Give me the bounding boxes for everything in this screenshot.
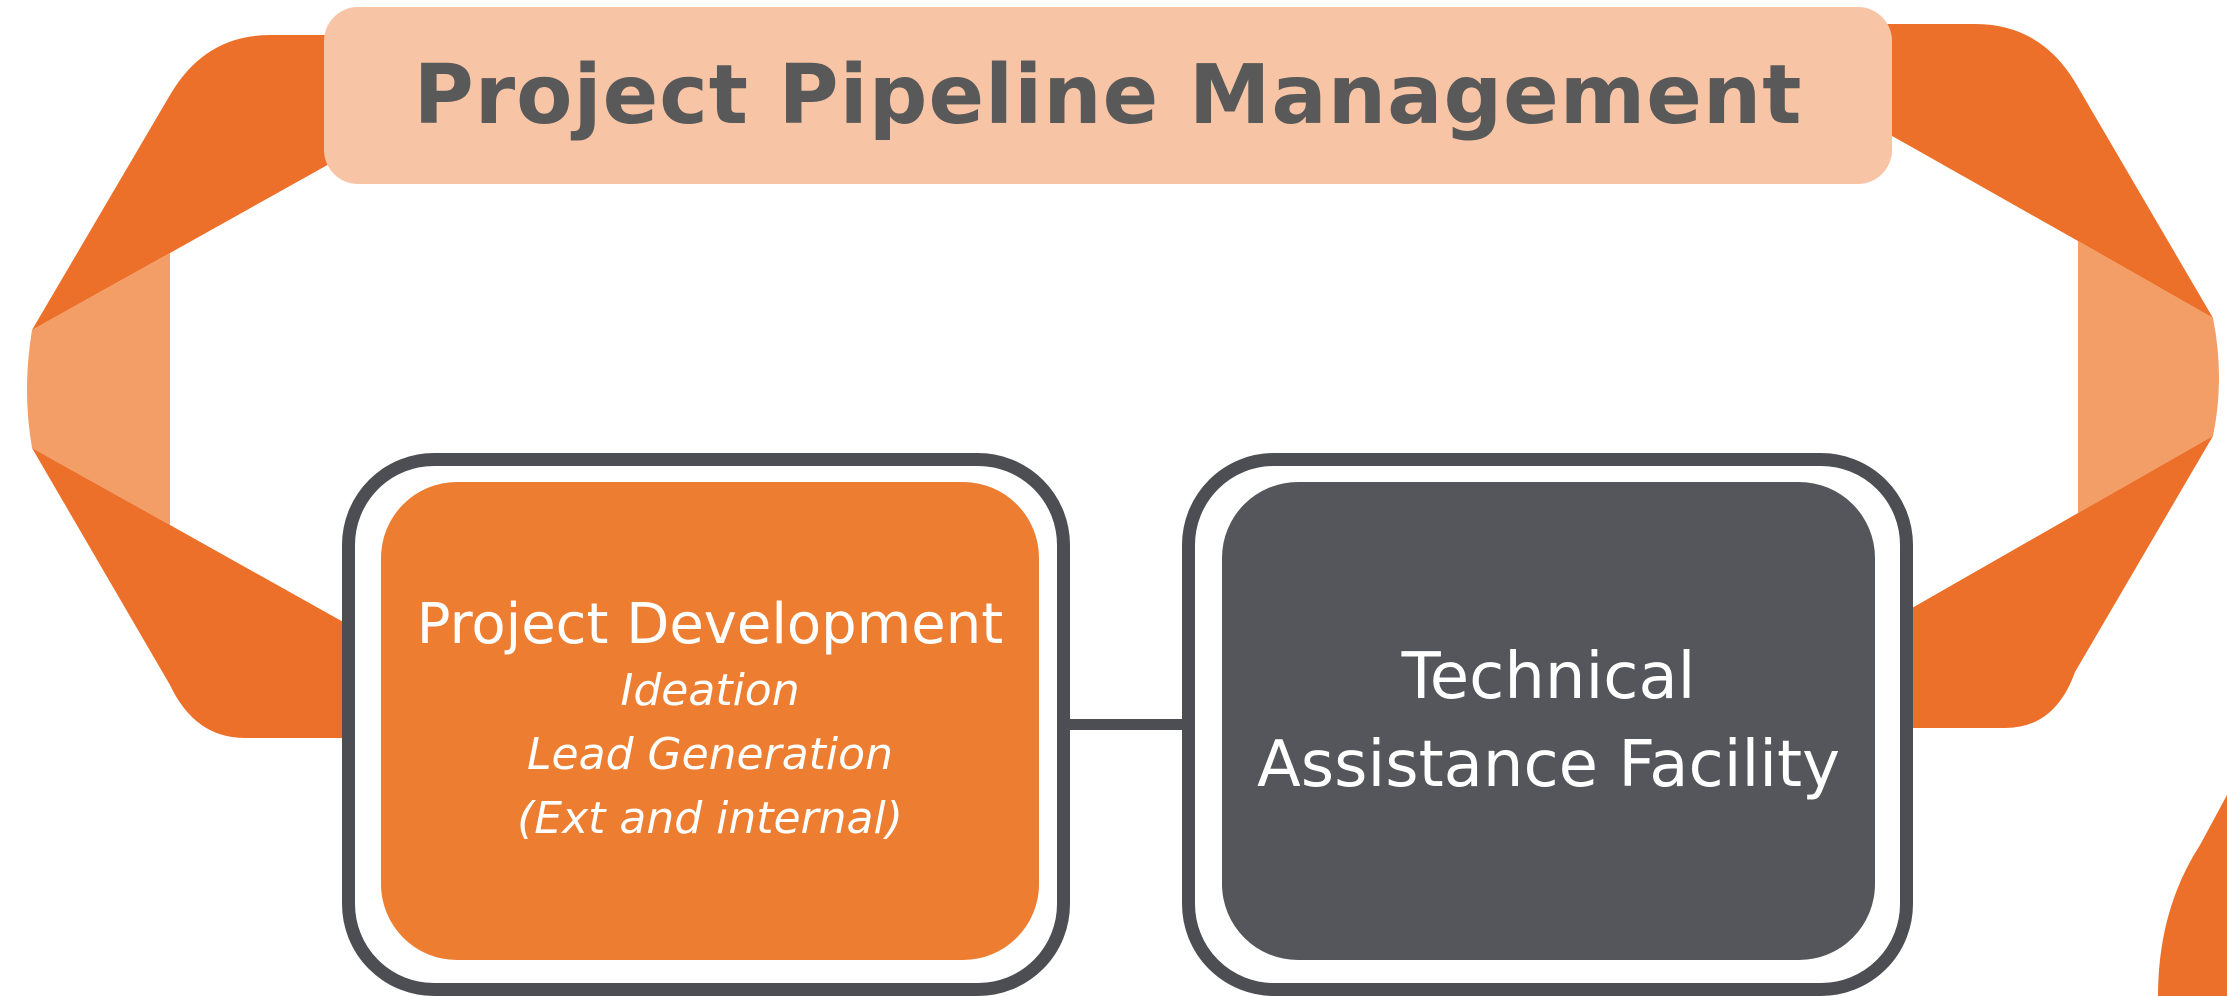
right-ribbon-side bbox=[2078, 241, 2219, 513]
technical-assistance-box: Technical Assistance Facility bbox=[1222, 482, 1875, 960]
title-banner: Project Pipeline Management bbox=[324, 7, 1892, 184]
ideation-label: Ideation bbox=[620, 665, 800, 716]
left-ribbon-bottom bbox=[32, 448, 345, 738]
box-connector bbox=[1069, 719, 1183, 730]
right-ribbon-bottom bbox=[1905, 436, 2213, 728]
diagram-title: Project Pipeline Management bbox=[413, 48, 1803, 143]
right-ribbon-top bbox=[1885, 24, 2213, 318]
lead-generation-label: Lead Generation bbox=[527, 729, 893, 780]
corner-ribbon-fragment bbox=[2158, 795, 2227, 996]
project-development-title: Project Development bbox=[416, 592, 1004, 657]
assistance-facility-label: Assistance Facility bbox=[1256, 728, 1841, 802]
left-ribbon-top bbox=[32, 35, 340, 330]
left-ribbon-side bbox=[27, 253, 170, 525]
project-development-box: Project Development Ideation Lead Genera… bbox=[381, 482, 1039, 960]
technical-label: Technical bbox=[1401, 640, 1696, 714]
ext-internal-label: (Ext and internal) bbox=[517, 793, 903, 844]
